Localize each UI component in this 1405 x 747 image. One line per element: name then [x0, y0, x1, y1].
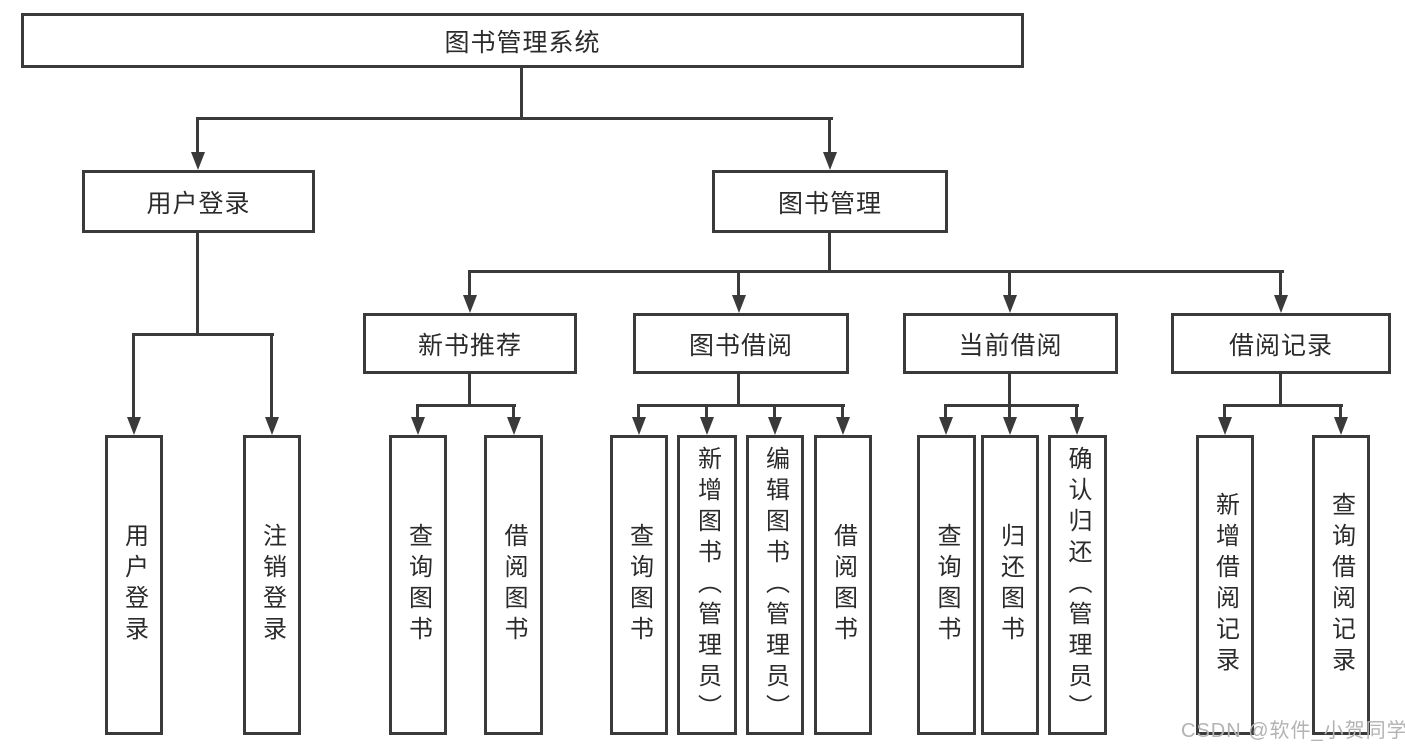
arrowhead-down-icon	[1218, 417, 1232, 435]
arrowhead-down-icon	[265, 417, 279, 435]
node-new-book-rec: 新书推荐	[363, 313, 577, 374]
connector-level3-branch	[468, 270, 1284, 273]
connector-current-borrow-vline	[1008, 374, 1011, 407]
node-book-borrow: 图书借阅	[633, 313, 849, 374]
connector-leaf-shaft	[270, 333, 273, 420]
connector-leaf-shaft	[1008, 404, 1011, 420]
connector-leaf-shaft	[132, 333, 135, 420]
connector-level3-shaft	[468, 270, 471, 298]
connector-level3-shaft	[737, 270, 740, 298]
connector-leaf-shaft	[705, 404, 708, 420]
leaf-query-books-current: 查询图书	[917, 435, 976, 735]
connector-user-login-shaft	[196, 117, 199, 155]
watermark: CSDN @软件_小贺同学	[1181, 720, 1405, 742]
leaf-query-books-rec: 查询图书	[389, 435, 447, 735]
arrowhead-down-icon	[1334, 417, 1348, 435]
arrowhead-down-icon	[1070, 417, 1084, 435]
arrowhead-down-icon	[411, 417, 425, 435]
arrowhead-down-icon	[191, 152, 205, 170]
leaf-query-borrow-record: 查询借阅记录	[1312, 435, 1370, 735]
connector-borrow-records-vline	[1279, 374, 1282, 407]
arrowhead-down-icon	[939, 417, 953, 435]
connector-leaf-shaft	[416, 404, 419, 420]
arrowhead-down-icon	[1274, 295, 1288, 313]
connector-leaf-shaft	[1075, 404, 1078, 420]
arrowhead-down-icon	[463, 295, 477, 313]
leaf-edit-book-admin: 编辑图书（管理员）	[746, 435, 804, 735]
leaf-query-books-borrow: 查询图书	[610, 435, 668, 735]
leaf-user-login: 用户登录	[105, 435, 163, 735]
connector-level3-shaft	[1008, 270, 1011, 298]
arrowhead-down-icon	[732, 295, 746, 313]
connector-leaf-shaft	[944, 404, 947, 420]
connector-user-login-vline	[196, 233, 199, 336]
leaf-return-book: 归还图书	[981, 435, 1039, 735]
node-user-login: 用户登录	[82, 170, 315, 233]
leaf-add-book-admin: 新增图书（管理员）	[677, 435, 737, 735]
connector-leaf-shaft	[512, 404, 515, 420]
connector-book-mgmt-vline	[828, 233, 831, 273]
arrowhead-down-icon	[768, 417, 782, 435]
leaf-logout: 注销登录	[243, 435, 301, 735]
connector-leaf-shaft	[637, 404, 640, 420]
arrowhead-down-icon	[836, 417, 850, 435]
node-book-mgmt: 图书管理	[712, 170, 948, 233]
node-root: 图书管理系统	[21, 13, 1024, 68]
leaf-confirm-return-admin: 确认归还（管理员）	[1048, 435, 1107, 735]
connector-book-mgmt-shaft	[828, 117, 831, 155]
leaf-add-borrow-record: 新增借阅记录	[1196, 435, 1254, 735]
connector-book-borrow-vline	[737, 374, 740, 407]
connector-root-vline	[520, 68, 523, 119]
connector-new-book-rec-branch	[416, 404, 516, 407]
connector-leaf-shaft	[841, 404, 844, 420]
connector-new-book-rec-vline	[468, 374, 471, 407]
arrowhead-down-icon	[1003, 295, 1017, 313]
leaf-borrow-books: 借阅图书	[814, 435, 872, 735]
connector-user-login-branch	[132, 333, 274, 336]
connector-leaf-shaft	[1223, 404, 1226, 420]
arrowhead-down-icon	[823, 152, 837, 170]
connector-level3-shaft	[1279, 270, 1282, 298]
connector-leaf-shaft	[1339, 404, 1342, 420]
arrowhead-down-icon	[632, 417, 646, 435]
node-current-borrow: 当前借阅	[903, 313, 1118, 374]
arrowhead-down-icon	[1003, 417, 1017, 435]
arrowhead-down-icon	[507, 417, 521, 435]
leaf-borrow-books-rec: 借阅图书	[484, 435, 543, 735]
arrowhead-down-icon	[700, 417, 714, 435]
connector-level1-branch	[196, 117, 833, 120]
connector-leaf-shaft	[773, 404, 776, 420]
connector-book-borrow-branch	[637, 404, 845, 407]
connector-current-borrow-branch	[944, 404, 1079, 407]
arrowhead-down-icon	[127, 417, 141, 435]
node-borrow-records: 借阅记录	[1171, 313, 1391, 374]
connector-borrow-records-branch	[1223, 404, 1343, 407]
